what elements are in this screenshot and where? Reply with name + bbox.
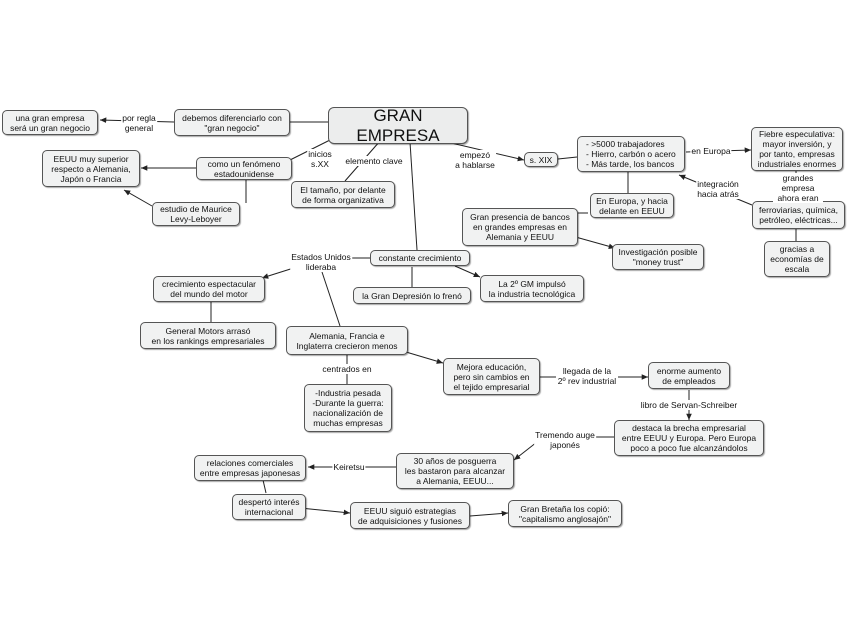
node-brecha: destaca la brecha empresarial entre EEUU… [614, 420, 764, 456]
node-mejora: Mejora educación, pero sin cambios en el… [443, 358, 540, 395]
edge-lideraba-alemania [321, 271, 341, 327]
node-gran-negocio: una gran empresa será un gran negocio [2, 110, 98, 135]
node-motor: crecimiento espectacular del mundo del m… [153, 276, 265, 302]
node-s-xix: s. XIX [524, 152, 558, 167]
label-servan: libro de Servan-Schreiber [639, 400, 739, 410]
node-europa-hacia: En Europa, y hacia delante en EEUU [590, 193, 674, 218]
label-integracion: integración hacia atrás [696, 179, 740, 199]
label-llegada: llegada de la 2º rev industrial [556, 366, 618, 386]
edge-levy-eeuu [123, 189, 153, 207]
node-depresion: la Gran Depresión lo frenó [353, 287, 471, 304]
label-empezo: empezó a hablarse [454, 150, 496, 170]
node-crecimiento: constante crecimiento [370, 250, 470, 266]
node-tamano: El tamaño, por delante de forma organiza… [291, 181, 395, 208]
edge-crecimiento-2gm [454, 265, 481, 278]
edge-adquisiciones-britania [469, 510, 509, 517]
node-aumento: enorme aumento de empleados [648, 362, 730, 389]
node-gracias: gracias a economías de escala [764, 241, 830, 277]
edge-relaciones-desperto [262, 479, 267, 494]
label-tremendo: Tremendo auge japonés [534, 430, 596, 450]
node-diferenciar: debemos diferenciarlo con "gran negocio" [174, 109, 290, 136]
node-levy: estudio de Maurice Levy-Leboyer [152, 202, 240, 226]
node-industria-pesada: -Industria pesada -Durante la guerra: na… [304, 384, 392, 432]
label-inicios: inicios s.XX [307, 149, 333, 169]
node-trabajadores: - >5000 trabajadores - Hierro, carbón o … [577, 136, 685, 172]
node-gran-bretana: Gran Bretaña los copió: "capitalismo ang… [508, 500, 622, 527]
node-fiebre: Fiebre especulativa: mayor inversión, y … [751, 127, 843, 171]
node-relaciones: relaciones comerciales entre empresas ja… [194, 455, 306, 481]
edge-tremendo-posguerra [513, 441, 538, 461]
node-alemania: Alemania, Francia e Inglaterra crecieron… [286, 326, 408, 355]
edge-sxix-trabajadores [557, 156, 578, 160]
label-eeuu-lideraba: Estados Unidos lideraba [290, 252, 352, 272]
edge-desperto-adquisiciones [299, 507, 351, 516]
node-segunda-gm: La 2º GM impulsó la industria tecnológic… [480, 275, 584, 302]
node-general-motors: General Motors arrasó en los rankings em… [140, 322, 276, 349]
label-keiretsu: Keiretsu [332, 462, 366, 472]
node-bancos: Gran presencia de bancos en grandes empr… [462, 208, 578, 246]
label-en-europa: en Europa [690, 146, 732, 156]
node-posguerra: 30 años de posguerra les bastaron para a… [396, 453, 514, 489]
label-grandes-ahora: grandes empresa ahora eran [773, 173, 823, 203]
edge-bancos-money [571, 235, 616, 250]
label-por-regla: por regla general [121, 113, 157, 133]
node-fenomeno: como un fenómeno estadounidense [196, 157, 292, 180]
edge-alemania-mejora [405, 351, 444, 364]
main-topic-gran-empresa: GRAN EMPRESA [328, 106, 468, 145]
node-adquisiciones: EEUU siguió estrategias de adquisiciones… [350, 502, 470, 529]
label-centrados: centrados en [321, 364, 373, 374]
node-ferroviarias: ferroviarias, química, petróleo, eléctri… [752, 201, 845, 229]
node-money-trust: Investigación posible "money trust" [612, 244, 704, 270]
label-elemento-clave: elemento clave [344, 156, 404, 166]
node-eeuu-superior: EEUU muy superior respecto a Alemania, J… [42, 150, 140, 187]
edge-main-crecimiento [409, 141, 418, 251]
node-desperto: despertó interés internacional [232, 494, 306, 520]
